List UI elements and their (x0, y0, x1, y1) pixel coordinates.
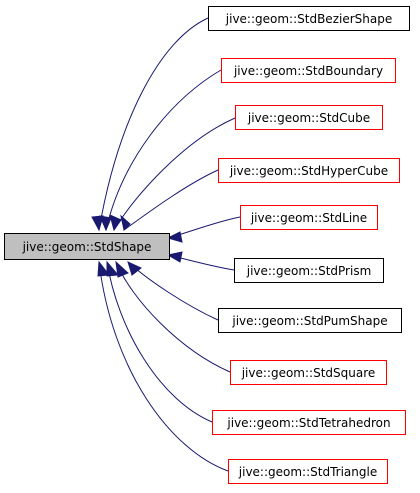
base-class-label: jive::geom::StdShape (22, 239, 152, 254)
derived-class-label: jive::geom::StdTetrahedron (227, 415, 391, 430)
inheritance-edge (115, 261, 231, 373)
derived-class-label: jive::geom::StdPumShape (232, 313, 388, 328)
derived-class-node[interactable]: jive::geom::StdCube (235, 105, 383, 130)
inheritance-arrowhead (166, 251, 183, 263)
derived-class-label: jive::geom::StdSquare (241, 365, 376, 380)
derived-class-node[interactable]: jive::geom::StdPrism (234, 258, 384, 283)
inheritance-edge (98, 261, 229, 472)
inheritance-edge (98, 17, 209, 231)
inheritance-edge (123, 169, 219, 231)
derived-class-label: jive::geom::StdCube (247, 110, 371, 125)
derived-class-node[interactable]: jive::geom::StdTetrahedron (212, 410, 406, 435)
derived-class-label: jive::geom::StdHyperCube (229, 163, 389, 178)
derived-class-node[interactable]: jive::geom::StdHyperCube (218, 158, 400, 183)
derived-class-node[interactable]: jive::geom::StdPumShape (218, 308, 402, 333)
base-class-node[interactable]: jive::geom::StdShape (4, 233, 170, 260)
derived-class-label: jive::geom::StdTriangle (238, 464, 378, 479)
inheritance-arrowhead (97, 260, 110, 277)
derived-class-label: jive::geom::StdBezierShape (225, 11, 393, 26)
inheritance-arrowhead (127, 261, 142, 276)
inheritance-arrowhead (109, 214, 122, 232)
inheritance-arrowhead (115, 260, 129, 278)
inheritance-arrowhead (120, 214, 131, 232)
inheritance-arrowhead (91, 215, 104, 232)
derived-class-label: jive::geom::StdBoundary (233, 63, 384, 78)
derived-class-node[interactable]: jive::geom::StdTriangle (228, 459, 388, 484)
inheritance-edge (113, 117, 236, 231)
inheritance-edge (127, 261, 219, 321)
inheritance-edge (106, 261, 213, 423)
derived-class-node[interactable]: jive::geom::StdBezierShape (208, 6, 410, 31)
inheritance-edge (105, 69, 222, 231)
derived-class-label: jive::geom::StdLine (250, 210, 368, 225)
derived-class-node[interactable]: jive::geom::StdBoundary (221, 58, 396, 83)
inheritance-arrowhead (166, 231, 183, 243)
inheritance-arrowhead (99, 215, 112, 232)
derived-class-node[interactable]: jive::geom::StdSquare (230, 360, 387, 385)
inheritance-arrowhead (106, 260, 120, 277)
derived-class-node[interactable]: jive::geom::StdLine (240, 205, 378, 230)
derived-class-label: jive::geom::StdPrism (246, 263, 372, 278)
